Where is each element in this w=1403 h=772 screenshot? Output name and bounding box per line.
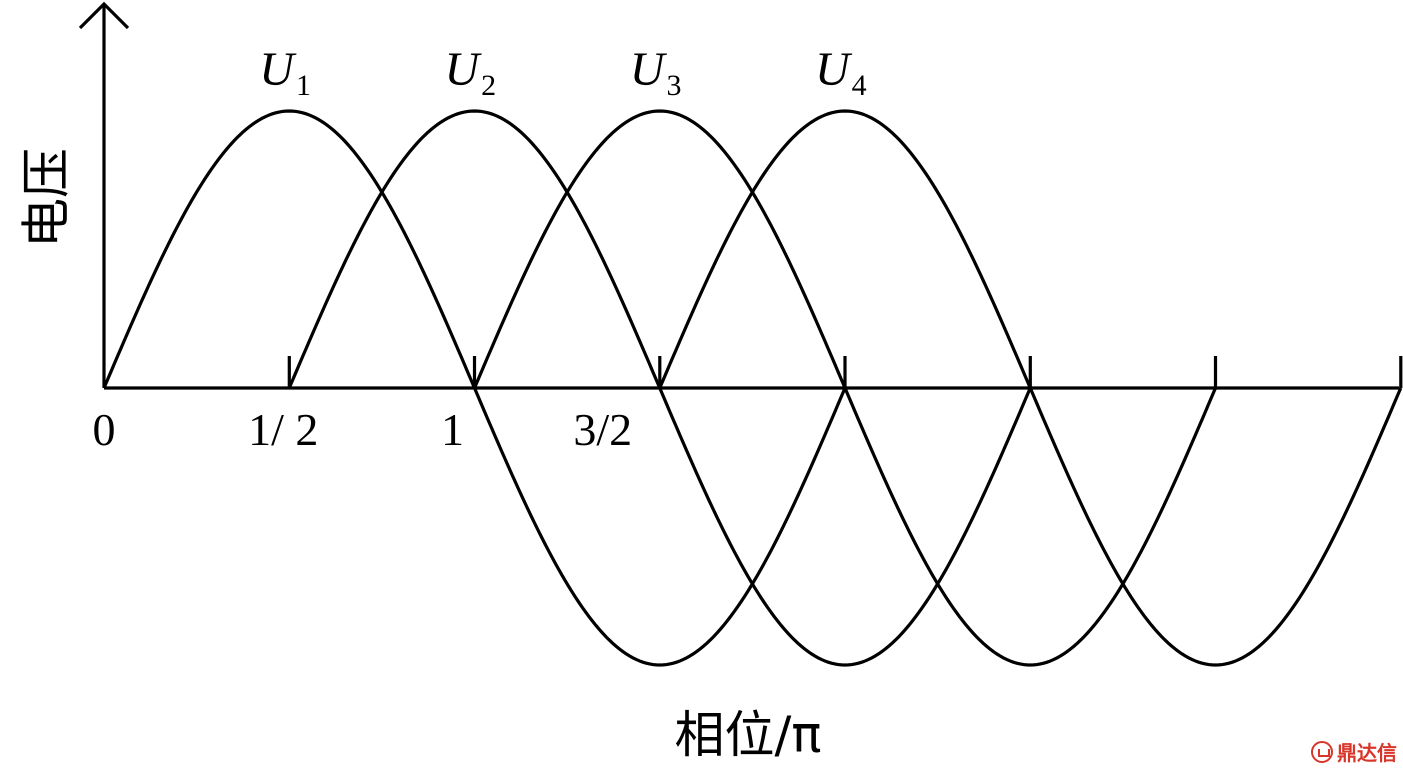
x-tick-label: 1/ 2	[248, 404, 318, 455]
series-label-u1: U1	[259, 43, 311, 102]
wave-u4	[658, 109, 1403, 667]
watermark-text: 鼎达信	[1337, 741, 1397, 765]
watermark: 鼎达信	[1311, 737, 1397, 766]
x-tick-labels: 0 1/ 2 1 3/2	[93, 404, 633, 455]
y-axis-arrow-icon	[78, 1, 130, 30]
series-label-u3: U3	[630, 43, 682, 102]
wave-series	[102, 109, 1403, 667]
series-label-u2: U2	[445, 43, 497, 102]
wave-u3	[473, 109, 1217, 667]
y-axis-label: 电压	[18, 148, 76, 248]
watermark-logo-icon	[1311, 740, 1333, 763]
x-tick-label: 1	[441, 404, 464, 455]
x-tick-label: 3/2	[573, 404, 632, 455]
x-tick-label: 0	[93, 404, 116, 455]
x-axis-label: 相位/π	[675, 706, 822, 764]
tick-marks	[287, 356, 1403, 388]
series-labels: U1 U2 U3 U4	[259, 43, 866, 102]
series-label-u4: U4	[815, 43, 867, 102]
